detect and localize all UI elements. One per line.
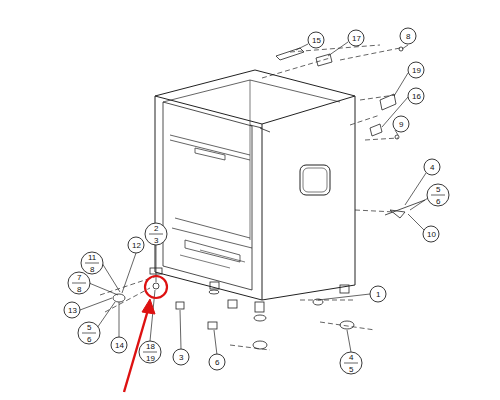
callout-circle <box>139 341 161 363</box>
callout-number: 12 <box>132 241 141 250</box>
callout-number: 13 <box>68 306 77 315</box>
callout-number: 5 <box>87 323 91 332</box>
callout-divider <box>344 363 358 364</box>
callout-number: 1 <box>376 290 380 299</box>
callout-circle <box>348 30 364 46</box>
callout-number: 15 <box>312 36 321 45</box>
callout-number: 9 <box>399 120 403 129</box>
callout-number: 4 <box>349 353 353 362</box>
callout-number: 19 <box>412 66 421 75</box>
callout-circle <box>64 302 80 318</box>
callout-number: 11 <box>88 253 96 262</box>
callout-number: 18 <box>146 342 155 351</box>
callout-circle <box>408 88 424 104</box>
callout-circle <box>173 349 189 365</box>
callout-number: 8 <box>90 265 94 274</box>
callout-circle <box>145 223 167 245</box>
callout-circle <box>128 237 144 253</box>
callout-number: 14 <box>115 341 124 350</box>
callout-circle <box>81 252 103 274</box>
callout-circle <box>424 159 440 175</box>
callout-number: 17 <box>352 34 361 43</box>
callout-circle <box>68 272 90 294</box>
callout-circle <box>111 337 127 353</box>
callout-circle <box>400 28 416 44</box>
callout-circle <box>427 184 449 206</box>
callout-number: 6 <box>87 335 91 344</box>
callout-number: 8 <box>77 285 81 294</box>
callout-circle <box>340 352 362 374</box>
callout-number: 2 <box>154 224 158 233</box>
callout-number: 16 <box>412 92 421 101</box>
callout-circle <box>370 286 386 302</box>
callout-divider <box>431 195 445 196</box>
callout-circle <box>393 116 409 132</box>
callout-number: 19 <box>146 354 155 363</box>
callout-circle <box>408 62 424 78</box>
callout-number: 8 <box>406 32 410 41</box>
callout-divider <box>72 283 86 284</box>
callout-circle <box>78 322 100 344</box>
callout-number: 5 <box>349 365 353 374</box>
callout-circle <box>308 32 324 48</box>
callout-circle <box>423 226 439 242</box>
callout-circle <box>209 354 225 370</box>
callout-number: 5 <box>436 185 440 194</box>
callout-number: 3 <box>154 236 158 245</box>
callout-divider <box>143 352 157 353</box>
callout-number: 3 <box>179 353 183 362</box>
callout-divider <box>149 234 163 235</box>
callout-number: 10 <box>427 230 436 239</box>
callout-divider <box>82 333 96 334</box>
callout-number: 6 <box>215 358 219 367</box>
callout-divider <box>85 263 99 264</box>
callout-number: 7 <box>77 273 81 282</box>
callout-number: 4 <box>430 163 434 172</box>
callout-number: 6 <box>436 197 440 206</box>
